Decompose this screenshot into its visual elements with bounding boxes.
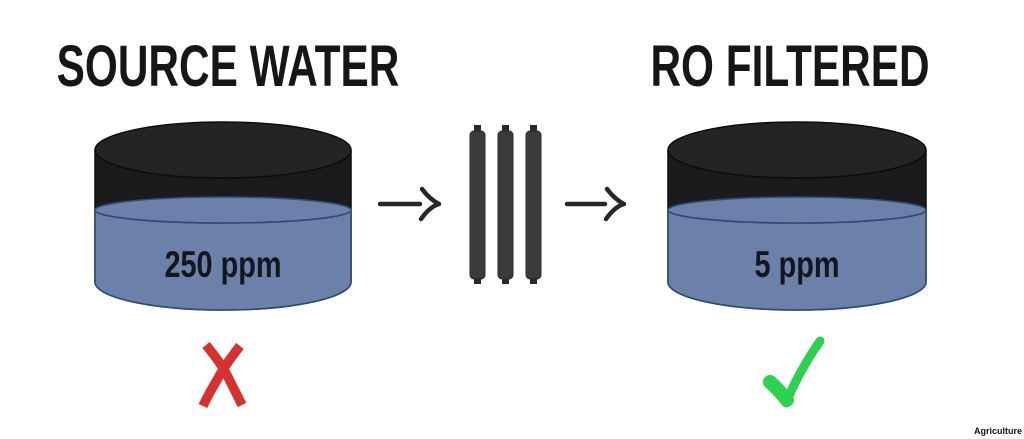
filter-cartridge	[525, 130, 542, 280]
x-mark-icon	[198, 341, 247, 408]
check-long-arm	[781, 336, 825, 408]
cartridge-nub	[474, 125, 481, 133]
x-stroke	[198, 343, 244, 408]
filtered-ppm-label: 5 ppm	[754, 244, 840, 285]
source-ppm-label: 250 ppm	[164, 244, 282, 285]
cartridge-nub	[474, 276, 481, 284]
checkmark-icon	[763, 336, 825, 408]
filtered-tank-lid	[667, 121, 927, 179]
source-water-surface	[94, 196, 352, 224]
cartridge-nub	[530, 276, 537, 284]
source-tank	[94, 121, 352, 311]
cartridge-nub	[530, 125, 537, 133]
source-tank-lid	[94, 121, 352, 179]
cartridge-nub	[502, 276, 509, 284]
arrow-head	[418, 186, 442, 222]
flow-arrow-right-icon	[564, 186, 627, 222]
filter-cartridge	[497, 130, 514, 280]
filtered-water-surface	[667, 196, 927, 224]
filter-cartridge	[469, 130, 486, 280]
source-water-title: SOURCE WATER	[56, 34, 400, 99]
filtered-tank	[667, 121, 927, 311]
flow-arrow-left-icon	[377, 186, 442, 222]
watermark-text: Agriculture	[973, 426, 1022, 436]
x-stroke	[202, 341, 247, 408]
cartridge-nub	[502, 125, 509, 133]
arrow-head	[603, 186, 627, 222]
ro-filter-cartridges-icon	[469, 125, 542, 284]
ro-filtered-title: RO FILTERED	[650, 34, 930, 99]
